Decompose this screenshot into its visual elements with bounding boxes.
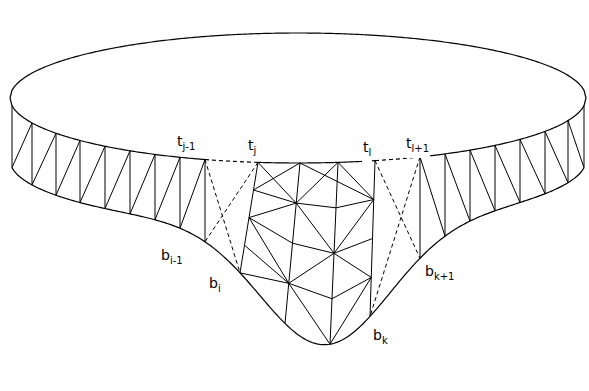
mesh-edge — [56, 140, 80, 195]
mesh-edge — [568, 121, 584, 168]
mesh-edge — [289, 283, 332, 298]
mesh-edge — [130, 151, 131, 214]
mesh-edge — [289, 283, 330, 344]
vertex-label: tl — [362, 138, 372, 162]
mesh-edge — [374, 161, 375, 200]
top-rim — [10, 98, 205, 160]
mesh-edge — [330, 277, 371, 344]
vertex-label: tj — [247, 136, 257, 160]
mesh-edge — [371, 239, 372, 278]
vertex-label: bk — [372, 326, 389, 350]
mesh-edge — [334, 200, 374, 254]
mesh-edge — [249, 218, 289, 284]
mesh-edge — [130, 154, 155, 213]
mesh-edge — [180, 160, 205, 229]
mesh-edge — [332, 277, 371, 298]
mesh-edge — [249, 218, 293, 244]
mesh-edge — [285, 283, 289, 323]
mesh-edge — [180, 157, 181, 228]
mesh-edge — [330, 299, 332, 344]
mesh-edge — [32, 123, 33, 185]
mesh-edge — [155, 157, 180, 220]
hidden-edge — [375, 161, 420, 259]
mesh-edge — [12, 106, 13, 168]
vertex-label: bi-1 — [160, 246, 184, 270]
mesh-edge — [80, 140, 81, 202]
mesh-edge — [520, 139, 545, 193]
mesh-edge — [289, 253, 334, 283]
mesh-edge — [296, 162, 338, 203]
mesh-edge — [445, 154, 470, 221]
vertex-label: tl+1 — [405, 134, 430, 158]
mesh-edge — [370, 277, 371, 316]
mesh-edge — [205, 160, 206, 242]
vertex-label: bk+1 — [424, 262, 455, 286]
mesh-edge — [240, 273, 289, 283]
top-rim — [10, 33, 586, 98]
mesh-edge — [332, 253, 334, 298]
mesh-edge — [254, 162, 259, 190]
mesh-edge — [334, 253, 371, 277]
mesh-edge — [445, 154, 446, 236]
mesh-edge — [495, 145, 496, 210]
mesh-edge — [420, 157, 421, 258]
mesh-edge — [249, 203, 296, 218]
hidden-edge — [370, 157, 420, 317]
mesh-edge — [254, 163, 301, 190]
mesh-edge — [245, 218, 250, 246]
mesh-edge — [334, 208, 336, 253]
mesh-edge — [334, 239, 373, 254]
vertex-label: bi — [208, 274, 222, 298]
mesh-edge — [249, 190, 254, 218]
mesh-edge — [373, 200, 374, 239]
mesh-edge — [289, 243, 293, 283]
mesh-edge — [545, 131, 568, 182]
mesh-edge — [105, 151, 130, 209]
mesh-edge — [245, 245, 289, 283]
mesh-edge — [32, 133, 56, 185]
mesh-edge — [293, 243, 335, 253]
mesh-edge — [296, 203, 336, 208]
mesh-edge — [338, 162, 374, 199]
mesh-edge — [520, 139, 521, 202]
mesh-edge — [254, 190, 297, 203]
mesh-edge — [80, 146, 105, 202]
mesh-edge — [584, 106, 585, 168]
mesh-edge — [470, 150, 471, 221]
mesh-edge — [545, 131, 546, 193]
mesh-edge — [300, 163, 374, 200]
mesh-edge — [568, 121, 569, 183]
hidden-edge — [205, 162, 258, 241]
mesh-edge — [12, 123, 32, 168]
vertex-label: tj-1 — [176, 132, 196, 156]
mesh-edge — [420, 157, 445, 236]
mesh-edge — [240, 245, 245, 273]
mesh-edge — [155, 154, 156, 219]
top-rim — [258, 161, 375, 163]
mesh-edge — [336, 162, 338, 207]
top-rim — [420, 98, 586, 157]
mesh-edge — [105, 146, 106, 208]
mesh-edge — [56, 133, 57, 195]
mesh-edge — [296, 163, 300, 203]
mesh-edge — [470, 150, 495, 211]
mesh-edge — [495, 145, 520, 202]
mesh-edge — [293, 203, 297, 243]
bottom-rim — [12, 168, 584, 345]
